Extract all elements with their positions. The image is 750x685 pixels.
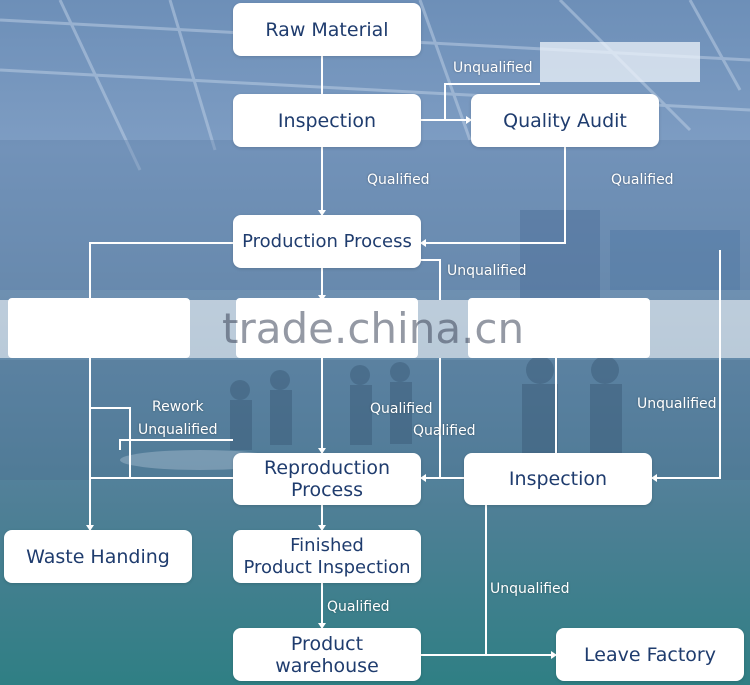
node-inspection-top-label: Inspection xyxy=(277,109,377,132)
edge-label-qualified-right: Qualified xyxy=(413,423,476,439)
node-production-process: Production Process xyxy=(233,215,421,268)
edge-label-rework: Rework xyxy=(152,399,204,415)
edge-label-unqualified-waste: Unqualified xyxy=(138,422,218,438)
node-reproduction-process-label: Reproduction Process xyxy=(263,457,391,501)
node-quality-audit: Quality Audit xyxy=(471,94,659,147)
node-raw-material: Raw Material xyxy=(233,3,421,56)
edge-label-unqualified-right: Unqualified xyxy=(637,396,717,412)
edge-label-qualified-reproduction: Qualified xyxy=(370,401,433,417)
node-finished-inspection-label: Finished Product Inspection xyxy=(243,534,411,578)
node-reproduction-process: Reproduction Process xyxy=(233,453,421,505)
watermark-text: trade.china.cn xyxy=(222,304,525,353)
node-production-process-label: Production Process xyxy=(242,230,412,252)
node-finished-inspection: Finished Product Inspection xyxy=(233,530,421,583)
edge-label-unqualified-prod: Unqualified xyxy=(447,263,527,279)
node-inspection-top: Inspection xyxy=(233,94,421,147)
edge-label-unqualified-leave: Unqualified xyxy=(490,581,570,597)
node-raw-material-label: Raw Material xyxy=(265,18,389,41)
edge-label-unqualified-audit: Unqualified xyxy=(453,60,533,76)
node-quality-audit-label: Quality Audit xyxy=(503,109,627,132)
node-waste-handing: Waste Handing xyxy=(4,530,192,583)
node-leave-factory: Leave Factory xyxy=(556,628,744,681)
node-waste-handing-label: Waste Handing xyxy=(26,545,170,568)
node-product-warehouse: Product warehouse xyxy=(233,628,421,681)
node-inspection-right-label: Inspection xyxy=(508,468,608,490)
node-leave-factory-label: Leave Factory xyxy=(584,643,716,666)
node-product-warehouse-label: Product warehouse xyxy=(275,632,379,677)
node-inspection-right: Inspection xyxy=(464,453,652,505)
edge-label-qualified-audit: Qualified xyxy=(611,172,674,188)
edge-label-qualified-finished: Qualified xyxy=(327,599,390,615)
edge-label-qualified-main: Qualified xyxy=(367,172,430,188)
watermark-band xyxy=(0,300,750,358)
